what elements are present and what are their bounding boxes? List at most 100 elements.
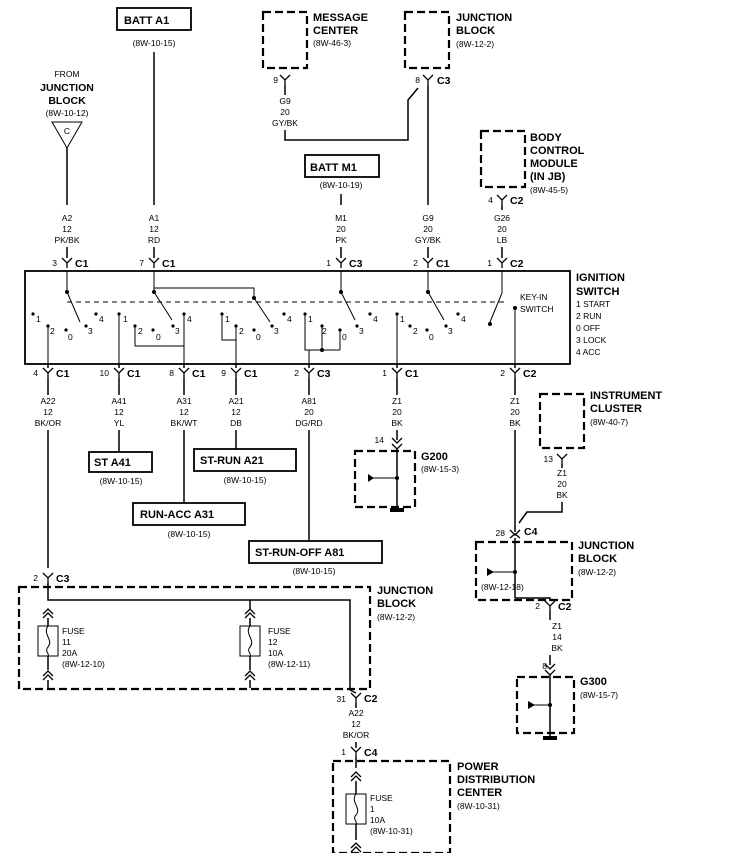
g9-circuit: G9 (279, 96, 291, 106)
svg-text:Z1: Z1 (392, 396, 402, 406)
bcm-l2: CONTROL (530, 145, 585, 157)
svg-text:2: 2 (413, 326, 418, 336)
ignition-l1: IGNITION (576, 272, 625, 284)
bcm-pin: 4 (488, 195, 493, 205)
svg-text:1: 1 (308, 314, 313, 324)
g200-ground-arrow (368, 474, 374, 482)
g200-box (353, 449, 417, 509)
st-a41-box (88, 451, 153, 473)
legend-4: 4 ACC (576, 347, 601, 357)
junction-top-l1: JUNCTION (456, 12, 512, 24)
key-in-l2: SWITCH (520, 304, 554, 314)
batt-a1-label: BATT A1 (124, 15, 169, 27)
svg-text:1: 1 (36, 314, 41, 324)
bcm-box (479, 129, 527, 189)
z1-14-circuit: Z1 (552, 621, 562, 631)
cluster-color: BK (556, 490, 568, 500)
svg-text:1: 1 (487, 258, 492, 268)
junction-top-l2: BLOCK (456, 25, 495, 37)
svg-text:A31: A31 (176, 396, 191, 406)
batt-a1-box (116, 7, 192, 31)
svg-text:C3: C3 (317, 368, 331, 380)
svg-text:12: 12 (179, 407, 189, 417)
svg-text:4: 4 (33, 368, 38, 378)
svg-text:4: 4 (99, 314, 104, 324)
legend-1: 2 RUN (576, 311, 602, 321)
a1-gauge: 12 (149, 224, 159, 234)
jb-c4-pin: 28 (496, 528, 506, 538)
svg-text:C1: C1 (127, 368, 141, 380)
run-acc-a31-box (132, 502, 246, 526)
batt-m1-ref: (8W-10-19) (320, 180, 363, 190)
ignition-output-connectors: 4 C1 10 C1 8 C1 9 C1 2 C3 1 C1 2 C2 (33, 367, 537, 380)
svg-text:BK/WT: BK/WT (171, 418, 198, 428)
svg-text:2: 2 (413, 258, 418, 268)
jb-c4-box (474, 540, 574, 602)
pdc-l2: DISTRIBUTION (457, 774, 535, 786)
wire-g9-message (284, 87, 419, 141)
g300-box (515, 675, 576, 735)
svg-text:YL: YL (114, 418, 125, 428)
junction-top-ref: (8W-12-2) (456, 39, 494, 49)
fuse-11-amp: 20A (62, 648, 77, 658)
st-a41-ref: (8W-10-15) (100, 476, 143, 486)
jb-c4-conn: C4 (524, 526, 538, 538)
cluster-ref: (8W-40-7) (590, 417, 628, 427)
jb-bottom-out-conn: C2 (364, 693, 378, 705)
svg-text:0: 0 (156, 332, 161, 342)
m1-color: PK (335, 235, 347, 245)
cluster-l2: CLUSTER (590, 403, 642, 415)
svg-text:C1: C1 (192, 368, 206, 380)
g300-ref: (8W-15-7) (580, 690, 618, 700)
st-run-off-a81-ref: (8W-10-15) (293, 566, 336, 576)
svg-text:3: 3 (175, 326, 180, 336)
a22-bottom-gauge: 12 (351, 719, 361, 729)
cluster-box (538, 392, 586, 450)
pdc-l3: CENTER (457, 787, 502, 799)
bcm-l3: MODULE (530, 158, 578, 170)
switch-positions: 1 2 0 3 4 1 2 0 3 4 1 2 0 3 4 1 2 0 3 4 … (31, 312, 466, 342)
svg-text:Z1: Z1 (510, 396, 520, 406)
run-acc-a31-label: RUN-ACC A31 (140, 509, 214, 521)
key-in-l1: KEY-IN (520, 292, 548, 302)
from-jb-l2: JUNCTION (40, 82, 94, 94)
svg-text:2: 2 (138, 326, 143, 336)
g26-gauge: 20 (497, 224, 507, 234)
svg-text:BK: BK (509, 418, 521, 428)
svg-text:0: 0 (256, 332, 261, 342)
st-run-off-a81-label: ST-RUN-OFF A81 (255, 547, 344, 559)
junction-top-pin: 8 (415, 75, 420, 85)
wire-z1-cluster (518, 502, 563, 524)
jb-bottom-l2: BLOCK (377, 598, 416, 610)
jb-bottom-box (17, 585, 372, 691)
g9b-color: GY/BK (415, 235, 441, 245)
z1-14-color: BK (551, 643, 563, 653)
pdc-box (331, 759, 452, 853)
z1-14-gauge: 14 (552, 632, 562, 642)
jb-bottom-out-pin: 31 (337, 694, 347, 704)
svg-text:20: 20 (392, 407, 402, 417)
fuse-12-num: 12 (268, 637, 278, 647)
svg-text:0: 0 (68, 332, 73, 342)
a22-bottom-circuit: A22 (348, 708, 363, 718)
fuse-1-num: 1 (370, 804, 375, 814)
g9b-gauge: 20 (423, 224, 433, 234)
pdc-conn: C4 (364, 747, 378, 759)
svg-text:2: 2 (294, 368, 299, 378)
st-run-off-a81-box (248, 540, 383, 564)
fuse-11-num: 11 (62, 637, 71, 647)
g26-circuit: G26 (494, 213, 510, 223)
svg-text:20: 20 (304, 407, 314, 417)
cluster-circuit: Z1 (557, 468, 567, 478)
jb-bottom-bus (47, 583, 351, 690)
cluster-pin: 13 (544, 454, 554, 464)
jb-c4-out-pin: 2 (535, 601, 540, 611)
bcm-l1: BODY (530, 132, 562, 144)
svg-text:A81: A81 (301, 396, 316, 406)
svg-text:3: 3 (52, 258, 57, 268)
svg-text:3: 3 (448, 326, 453, 336)
legend-2: 0 OFF (576, 323, 600, 333)
message-center-l2: CENTER (313, 25, 358, 37)
svg-text:12: 12 (43, 407, 53, 417)
svg-text:12: 12 (231, 407, 241, 417)
